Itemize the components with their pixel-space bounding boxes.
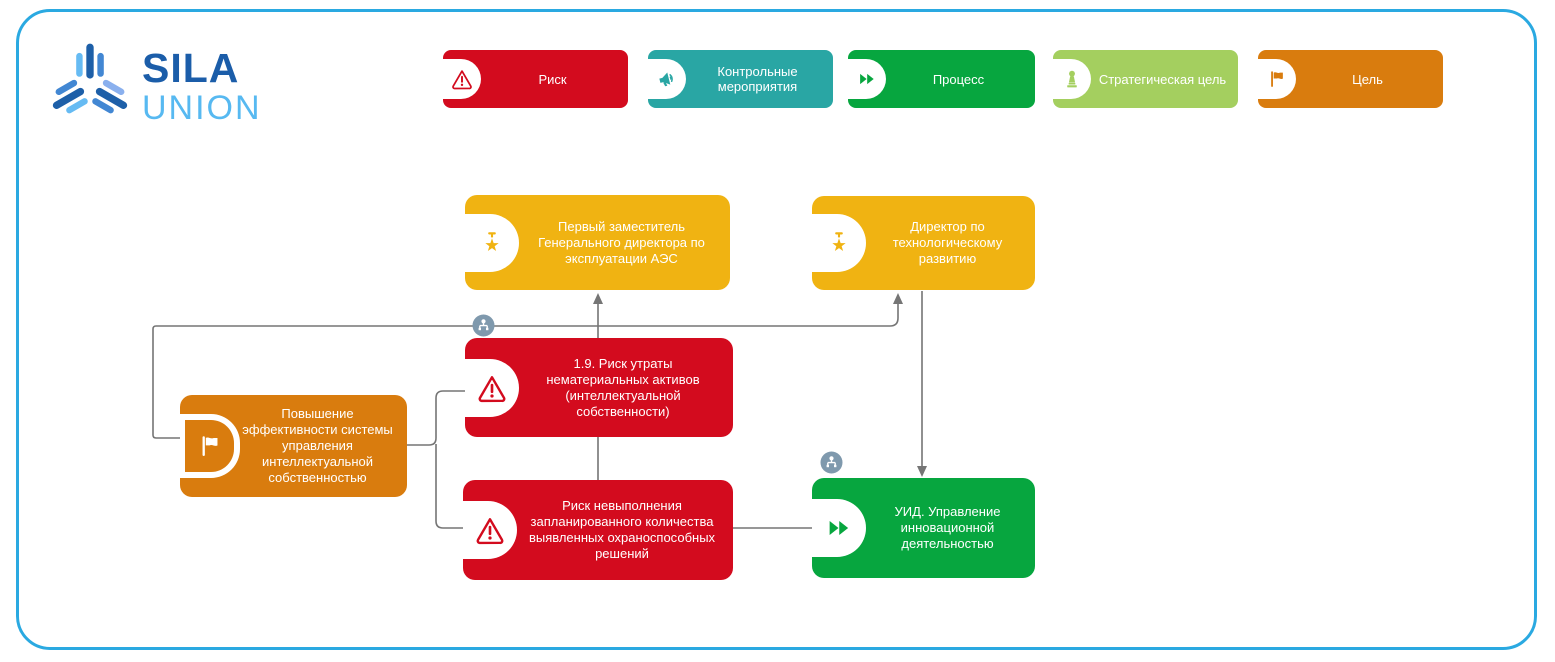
legend-item-goal[interactable]: Цель — [1258, 50, 1443, 108]
legend-process-pill — [848, 59, 886, 99]
org-structure-badge-risk1[interactable] — [472, 314, 495, 337]
node-risk2-pill — [463, 501, 517, 559]
warning-triangle-icon — [478, 375, 506, 402]
node-position-director-tech[interactable]: Директор по технологическому развитию — [812, 196, 1035, 290]
sila-union-logo: SILA UNION — [44, 40, 262, 132]
node-risk-1-9-intangible-assets[interactable]: 1.9. Риск утраты нематериальных активов … — [465, 338, 733, 437]
node-risk2-label: Риск невыполнения запланированного колич… — [528, 498, 716, 561]
org-structure-badge-process1[interactable] — [820, 451, 843, 474]
legend-risk-label: Риск — [538, 71, 567, 87]
flag-icon — [1271, 71, 1283, 87]
sila-union-logo-icon — [52, 43, 128, 114]
warning-triangle-icon — [476, 518, 504, 545]
node-risk1-label: 1.9. Риск утраты нематериальных активов … — [546, 355, 700, 419]
chess-pawn-icon — [1067, 70, 1077, 88]
flag-icon — [202, 436, 217, 457]
node-position2-label: Директор по технологическому развитию — [892, 219, 1003, 266]
legend-strategic-label: Стратегическая цель — [1098, 71, 1227, 87]
node-goal-label: Повышение эффективности системы управлен… — [242, 406, 393, 485]
node-position-first-deputy[interactable]: Первый заместитель Генерального директор… — [465, 195, 730, 290]
legend-strategic-pill — [1053, 59, 1091, 99]
node-goal-ip-management[interactable]: Повышение эффективности системы управлен… — [180, 395, 407, 497]
node-goal-pill — [180, 414, 240, 478]
node-position1-label: Первый заместитель Генерального директор… — [538, 218, 705, 266]
node-risk-unfulfilled-solutions[interactable]: Риск невыполнения запланированного колич… — [463, 480, 733, 580]
logo-primary-text: SILA — [142, 44, 240, 91]
node-process-uid-innovation[interactable]: УИД. Управление инновационной деятельнос… — [812, 478, 1035, 578]
node-position1-pill — [465, 213, 519, 272]
process-arrows-icon — [829, 521, 849, 535]
canvas-border-frame — [16, 9, 1537, 650]
legend-goal-pill — [1258, 59, 1296, 99]
legend-process-label: Процесс — [932, 71, 985, 87]
legend-item-risk[interactable]: Риск — [443, 50, 628, 108]
legend-control-pill — [648, 59, 686, 99]
node-process-label: УИД. Управление инновационной деятельнос… — [894, 504, 1001, 551]
star-position-icon — [832, 232, 846, 251]
node-position2-pill — [812, 214, 866, 272]
legend-item-control-measures[interactable]: Контрольные мероприятия — [648, 50, 833, 108]
legend-risk-pill — [443, 59, 481, 99]
legend-goal-label: Цель — [1352, 71, 1383, 87]
sila-union-logo-text: SILA UNION — [142, 44, 262, 127]
node-process-pill — [812, 499, 866, 557]
process-arrows-icon — [860, 73, 874, 85]
legend-control-label: Контрольные мероприятия — [717, 64, 798, 94]
legend-item-process[interactable]: Процесс — [848, 50, 1035, 108]
legend-item-strategic-goal[interactable]: Стратегическая цель — [1053, 50, 1238, 108]
logo-secondary-text: UNION — [142, 88, 262, 127]
megaphone-icon — [659, 72, 673, 87]
star-position-icon — [485, 231, 499, 251]
node-risk1-pill — [465, 358, 519, 417]
warning-triangle-icon — [452, 70, 472, 90]
